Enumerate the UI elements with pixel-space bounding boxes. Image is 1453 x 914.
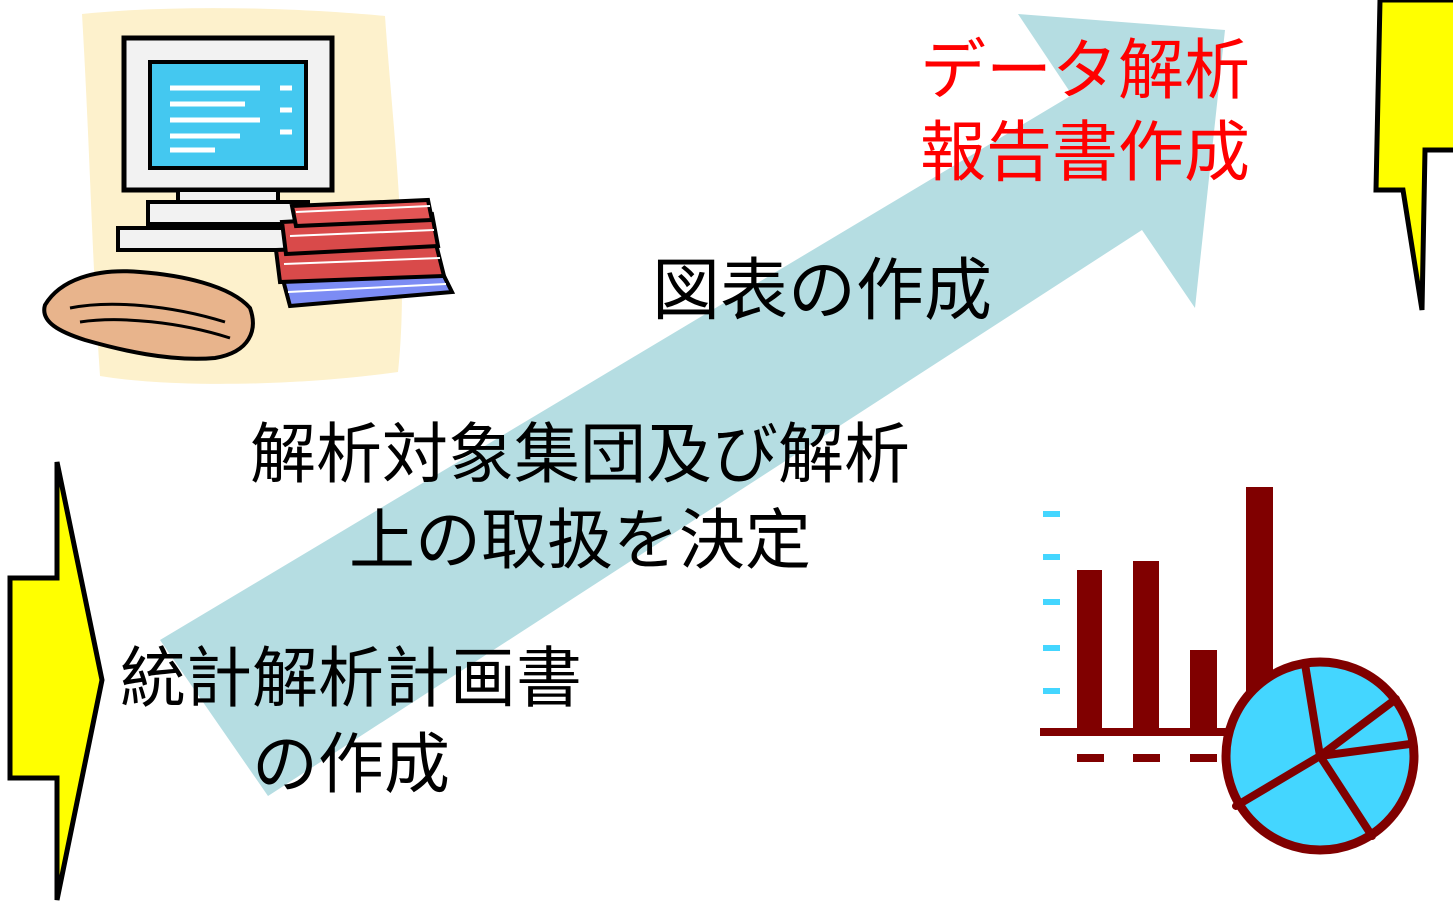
book-stack xyxy=(273,197,456,309)
screen-lines xyxy=(170,85,292,153)
left-callout-icon xyxy=(7,461,105,901)
paper-pile xyxy=(42,269,255,361)
axis-ticks xyxy=(1043,511,1060,694)
step-2-line-1: 解析対象集団及び解析 xyxy=(250,416,910,493)
step-4-label: データ解析 報告書作成 xyxy=(920,30,1250,194)
step-3-line-1: 図表の作成 xyxy=(652,252,993,331)
pie-chart xyxy=(1221,657,1419,855)
chart-bars xyxy=(1077,487,1273,730)
step-4-line-1: データ解析 xyxy=(920,32,1250,109)
step-2-label: 解析対象集団及び解析 上の取扱を決定 xyxy=(250,412,910,584)
right-callout-icon xyxy=(1373,0,1453,311)
step-1-line-1: 統計解析計画書 xyxy=(120,640,582,717)
step-1-label: 統計解析計画書 の作成 xyxy=(120,636,582,808)
step-1-line-2: の作成 xyxy=(252,726,450,803)
baseline-dashes xyxy=(1077,754,1217,762)
step-4-line-2: 報告書作成 xyxy=(920,114,1250,191)
paper-pile-lines xyxy=(69,302,231,340)
chart-baseline xyxy=(1040,728,1300,736)
computer-with-books-icon xyxy=(42,8,456,384)
step-3-label: 図表の作成 xyxy=(652,258,992,326)
step-2-line-2: 上の取扱を決定 xyxy=(349,502,811,579)
bar-and-pie-chart-icon xyxy=(1040,487,1419,855)
progress-arrow xyxy=(160,14,1225,796)
